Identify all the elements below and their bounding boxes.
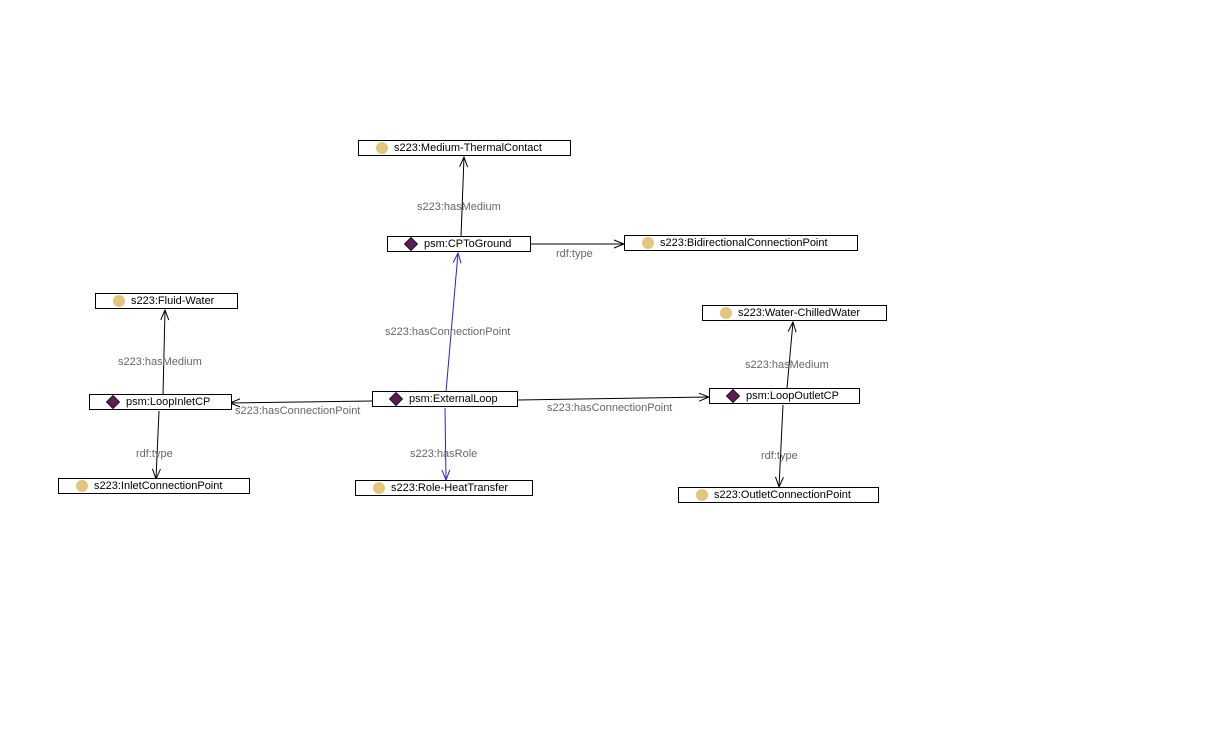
node-role-heat-transfer[interactable]: s223:Role-HeatTransfer [355, 480, 533, 496]
edge-label-e6: s223:hasConnectionPoint [235, 405, 361, 417]
individual-diamond-icon [403, 236, 419, 252]
edge-e4 [163, 310, 165, 396]
edge-label-e8: s223:hasRole [410, 448, 478, 460]
node-label: s223:OutletConnectionPoint [714, 489, 851, 501]
edge-label-e4: s223:hasMedium [118, 356, 202, 368]
edge-label-e3: s223:hasConnectionPoint [385, 326, 511, 338]
edge-e10 [779, 404, 783, 487]
node-water-chilled-water[interactable]: s223:Water-ChilledWater [702, 305, 887, 321]
edge-label-e5: rdf:type [136, 448, 173, 460]
edge-e8 [445, 407, 446, 480]
edge-label-e9: s223:hasMedium [745, 359, 829, 371]
node-external-loop[interactable]: psm:ExternalLoop [372, 391, 518, 407]
individual-diamond-icon [388, 391, 404, 407]
node-bidirectional-connection-point[interactable]: s223:BidirectionalConnectionPoint [624, 235, 858, 251]
node-loop-outlet-cp[interactable]: psm:LoopOutletCP [709, 388, 860, 404]
node-inlet-connection-point[interactable]: s223:InletConnectionPoint [58, 478, 250, 494]
node-fluid-water[interactable]: s223:Fluid-Water [95, 293, 238, 309]
edge-label-e1: s223:hasMedium [417, 201, 501, 213]
node-label: s223:Water-ChilledWater [738, 307, 861, 319]
edge-e1 [461, 157, 464, 238]
edge-label-e7: s223:hasConnectionPoint [547, 402, 673, 414]
node-label: s223:Role-HeatTransfer [391, 482, 508, 494]
node-label: s223:BidirectionalConnectionPoint [660, 237, 828, 249]
class-circle-icon [642, 237, 654, 249]
node-label: psm:CPToGround [424, 238, 512, 250]
individual-diamond-icon [105, 394, 121, 410]
node-cp-to-ground[interactable]: psm:CPToGround [387, 236, 531, 252]
edge-label-e2: rdf:type [556, 248, 593, 260]
node-label: s223:Medium-ThermalContact [394, 142, 542, 154]
node-outlet-connection-point[interactable]: s223:OutletConnectionPoint [678, 487, 879, 503]
edge-e9 [786, 322, 793, 389]
edge-e6 [230, 401, 373, 403]
class-circle-icon [76, 480, 88, 492]
class-circle-icon [696, 489, 708, 501]
class-circle-icon [376, 142, 388, 154]
edge-label-e10: rdf:type [761, 450, 798, 462]
edge-e5 [156, 410, 159, 479]
node-label: s223:InletConnectionPoint [94, 480, 223, 492]
node-label: s223:Fluid-Water [131, 295, 215, 307]
node-label: psm:LoopInletCP [126, 396, 211, 408]
class-circle-icon [720, 307, 732, 319]
class-circle-icon [373, 482, 385, 494]
node-medium-thermalcontact[interactable]: s223:Medium-ThermalContact [358, 140, 571, 156]
class-circle-icon [113, 295, 125, 307]
edge-e3 [445, 253, 458, 393]
node-label: psm:ExternalLoop [409, 393, 498, 405]
edge-e7 [517, 397, 709, 400]
individual-diamond-icon [725, 388, 741, 404]
node-loop-inlet-cp[interactable]: psm:LoopInletCP [89, 394, 232, 410]
node-label: psm:LoopOutletCP [746, 390, 839, 402]
